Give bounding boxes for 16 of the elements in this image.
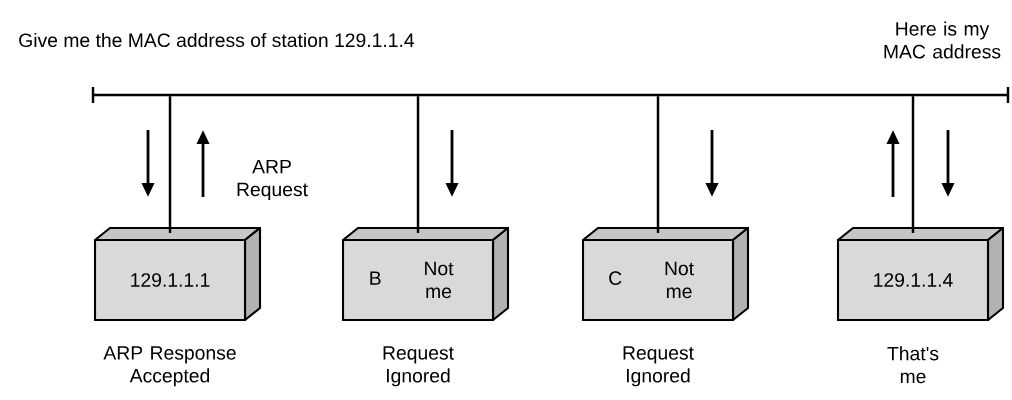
annotation-text: Here is my MAC address xyxy=(884,21,1001,59)
connector-line xyxy=(911,96,915,233)
annotation-text: ARP Request xyxy=(237,159,308,201)
station-box: C Not me xyxy=(581,226,750,322)
node-label: That's me xyxy=(887,346,939,384)
station-box: 129.1.1.1 xyxy=(93,226,262,322)
station-box: B Not me xyxy=(341,226,510,322)
node-label: ARP Response Accepted xyxy=(103,346,236,387)
connector-line xyxy=(168,96,172,233)
heading-text: Give me the MAC address of station 129.1.1.4 xyxy=(19,32,415,48)
node-label: Request Ignored xyxy=(383,346,454,387)
station-box: 129.1.1.4 xyxy=(836,226,1005,322)
node-label: Request Ignored xyxy=(623,346,694,387)
connector-line xyxy=(416,96,420,233)
connector-line xyxy=(656,96,660,233)
network-bus xyxy=(91,87,1010,103)
